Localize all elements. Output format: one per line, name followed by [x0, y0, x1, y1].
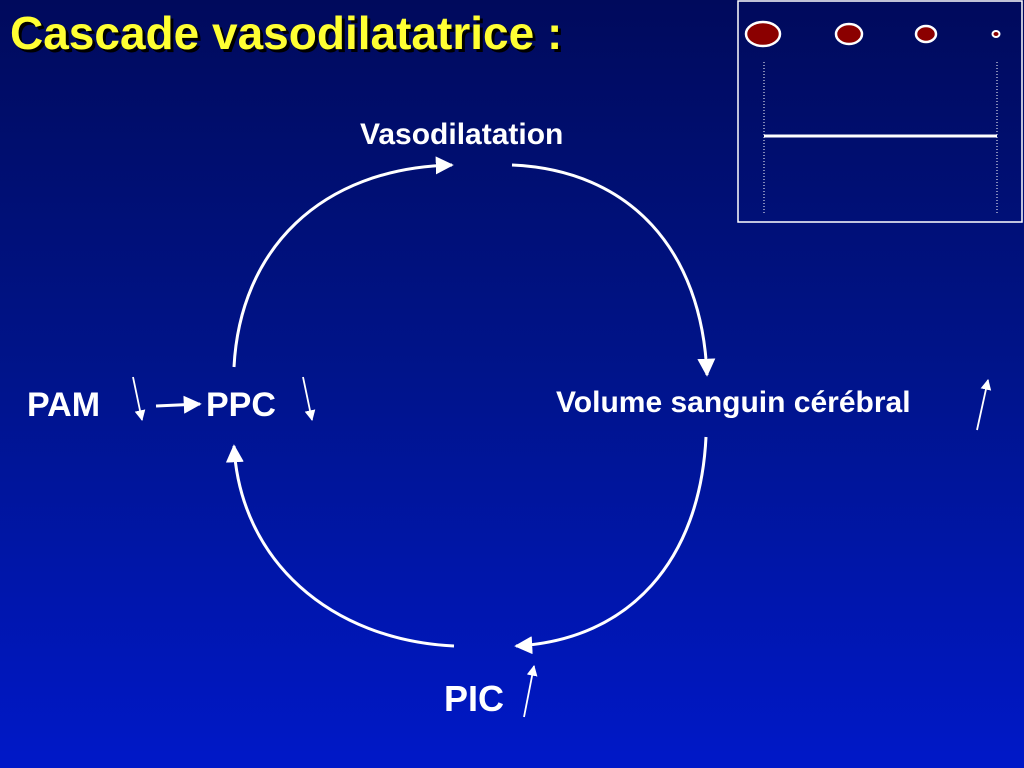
vessel-circle-2: [834, 22, 864, 46]
cycle-arrow-volume-to-pic: [514, 436, 708, 655]
cycle-arrow-pic-to-ppc: [225, 444, 455, 648]
slide-title: Cascade vasodilatatrice :: [10, 7, 563, 59]
vessel-circle-1: [744, 20, 782, 48]
vessel-circle-4: [991, 30, 1001, 38]
pic-increase-arrow: [523, 664, 538, 718]
volume-increase-arrow: [976, 378, 992, 431]
vessel-inset-panel: [737, 0, 1023, 223]
vessel-circle-3: [914, 24, 938, 44]
cycle-arrow-vasodilatation-to-volume: [511, 163, 716, 377]
node-ppc: PPC: [206, 386, 276, 424]
node-pic: PIC: [444, 678, 505, 719]
node-volume-sanguin: Volume sanguin cérébral: [556, 386, 911, 419]
node-pam: PAM: [27, 386, 101, 424]
cycle-arrow-ppc-to-vasodilatation: [232, 156, 454, 368]
pam-to-ppc-arrow: [155, 395, 202, 414]
ppc-decrease-arrow: [302, 376, 316, 422]
pam-decrease-arrow: [132, 376, 146, 422]
node-vasodilatation: Vasodilatation: [360, 118, 564, 151]
